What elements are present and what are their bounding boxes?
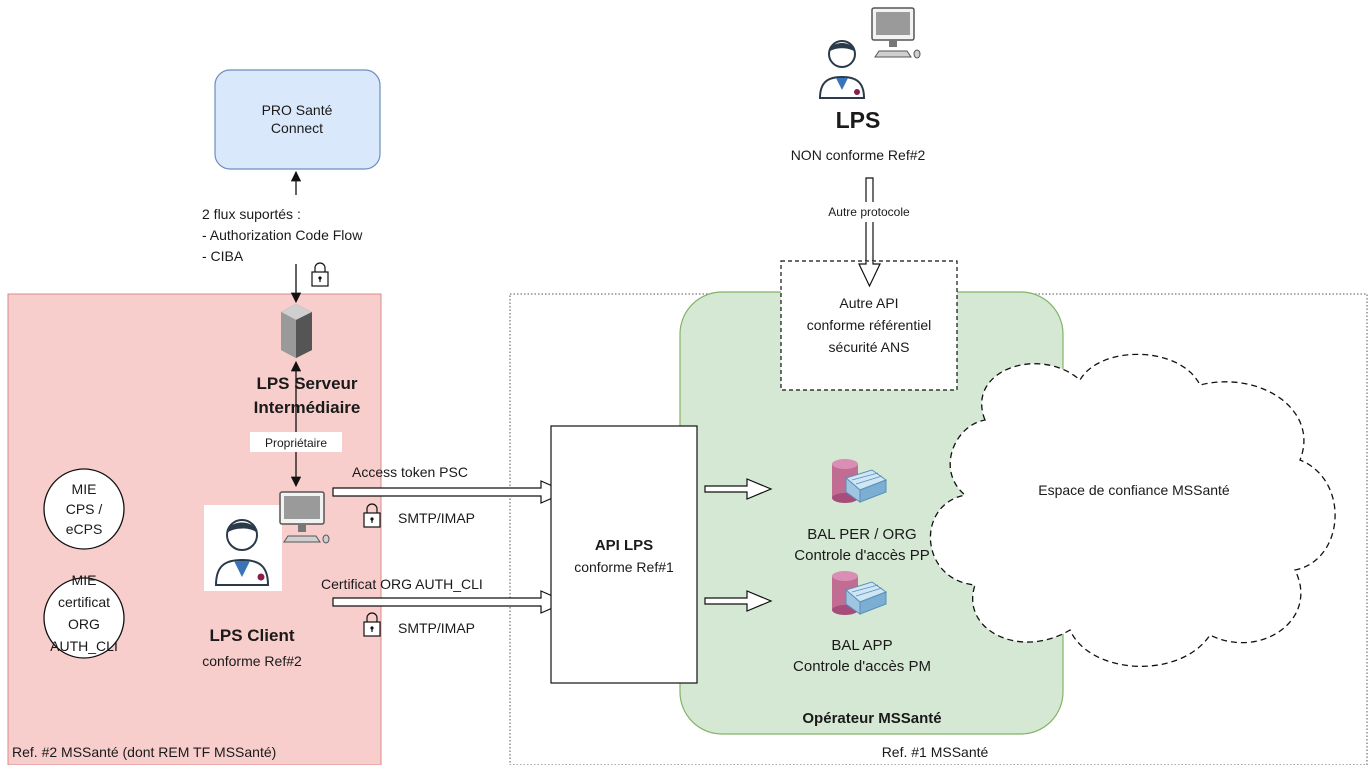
flow-top-lock-icon [363,503,381,528]
api-to-bal-per-arrow [704,478,773,500]
lock-icon [311,262,329,287]
mie-cert-line1: MIE [72,572,97,588]
ref2-zone-label: Ref. #2 MSSanté (dont REM TF MSSanté) [12,744,276,760]
lps-client-title: LPS Client [209,626,294,645]
api-lps-subtitle: conforme Ref#1 [574,559,674,575]
mie-cert-line3: ORG [68,616,100,632]
autre-protocole-label: Autre protocole [828,205,910,219]
bal-per-line1: BAL PER / ORG [807,526,916,543]
espace-confiance-cloud [929,353,1336,667]
pro-sante-connect-line2: Connect [271,120,323,136]
bal-per-database-icon [832,459,888,503]
flow-bottom-protocol: SMTP/IMAP [398,620,475,636]
proprietaire-label: Propriétaire [265,436,327,450]
mie-cert-line2: certificat [58,594,110,610]
bal-app-line1: BAL APP [831,637,892,654]
mie-cert-circle [43,577,125,659]
bal-app-database-icon [832,571,888,615]
lps-client-icon [204,491,330,591]
autre-api-line3: sécurité ANS [829,339,910,355]
bal-app-line2: Controle d'accès PM [793,658,931,675]
flow-top-label: Access token PSC [352,464,468,480]
espace-confiance-label: Espace de confiance MSSanté [1038,482,1230,498]
doctor-icon [818,40,866,99]
autre-api-line2: conforme référentiel [807,317,932,333]
lps-top-subtitle: NON conforme Ref#2 [791,147,926,163]
api-lps-box [550,425,698,684]
flow-bottom-lock-icon [363,612,381,637]
ref1-zone-label: Ref. #1 MSSanté [882,744,989,760]
operateur-label: Opérateur MSSanté [802,710,941,727]
mie-cps-circle [43,468,125,550]
mie-cps-line1: MIE [72,481,97,497]
api-lps-title: API LPS [595,537,653,554]
flow-top-protocol: SMTP/IMAP [398,510,475,526]
pro-sante-connect-line1: PRO Santé [262,102,333,118]
flux-line2: - Authorization Code Flow [202,227,363,243]
bal-per-line2: Controle d'accès PP [794,547,929,564]
server-icon [281,304,312,358]
autre-api-line1: Autre API [839,295,898,311]
computer-icon [279,491,330,544]
flux-line3: - CIBA [202,248,244,264]
doctor-icon [204,505,282,591]
lps-top-icon [818,7,921,99]
pro-sante-connect-box [214,69,381,170]
lps-serveur-line1: LPS Serveur [256,374,357,393]
computer-icon [871,7,921,59]
api-to-bal-app-arrow [704,590,773,612]
flux-line1: 2 flux suportés : [202,206,301,222]
mie-cps-line3: eCPS [66,521,103,537]
mie-cps-line2: CPS / [66,501,103,517]
flow-bottom-label: Certificat ORG AUTH_CLI [321,576,483,592]
lps-serveur-line2: Intermédiaire [254,398,361,417]
mie-cert-line4: AUTH_CLI [50,638,118,654]
lps-client-subtitle: conforme Ref#2 [202,653,302,669]
lps-top-title: LPS [836,107,881,133]
